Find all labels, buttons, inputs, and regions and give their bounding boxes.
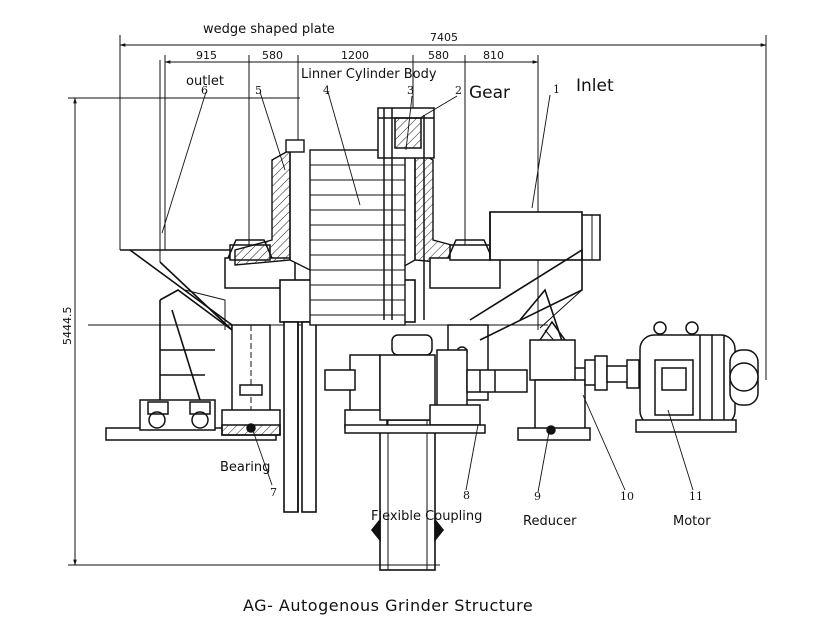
liner-cylinder — [234, 139, 471, 326]
motor-unit — [635, 321, 759, 433]
part-number-2: 2 — [455, 84, 462, 97]
dim-overall-height: 5444.5 — [61, 307, 74, 346]
label-outlet: outlet — [186, 74, 224, 89]
dim-segment-4: 580 — [428, 49, 449, 62]
part-number-4: 4 — [323, 84, 330, 97]
label-bearing: Bearing — [220, 460, 270, 475]
part-number-9: 9 — [534, 490, 541, 503]
dim-segment-1: 915 — [196, 49, 217, 62]
part-number-5: 5 — [255, 84, 262, 97]
part-number-11: 11 — [689, 490, 703, 503]
part-number-1: 1 — [553, 83, 560, 96]
label-liner-cylinder-body: Linner Cylinder Body — [301, 67, 437, 82]
inlet-hopper — [469, 211, 601, 366]
part-number-7: 7 — [270, 486, 277, 499]
label-flexible-coupling: Flexible Coupling — [371, 509, 482, 524]
dim-segment-3: 1200 — [341, 49, 369, 62]
part-number-8: 8 — [463, 489, 470, 502]
part-number-10: 10 — [620, 490, 634, 503]
dim-segment-5: 810 — [483, 49, 504, 62]
label-inlet: Inlet — [576, 76, 614, 96]
motor-coupling — [594, 355, 640, 391]
outlet-hopper — [120, 60, 233, 401]
part-number-6: 6 — [201, 84, 208, 97]
leader-lines — [161, 91, 694, 493]
label-reducer: Reducer — [523, 514, 577, 529]
dim-segment-2: 580 — [262, 49, 283, 62]
dim-overall-width: 7405 — [430, 31, 458, 44]
drive-train — [324, 334, 528, 434]
figure-caption: AG- Autogenous Grinder Structure — [243, 596, 533, 615]
part-number-labels: 1 2 3 4 5 6 7 8 9 10 11 — [201, 83, 703, 503]
label-motor: Motor — [673, 514, 711, 529]
dimension-values: 7405 915 580 1200 580 810 5444.5 — [61, 31, 504, 345]
label-gear: Gear — [469, 83, 510, 103]
part-number-3: 3 — [407, 84, 414, 97]
label-wedge-shaped-plate: wedge shaped plate — [203, 22, 335, 37]
reducer-unit — [517, 320, 606, 441]
component-labels: wedge shaped plate outlet Linner Cylinde… — [186, 22, 711, 529]
